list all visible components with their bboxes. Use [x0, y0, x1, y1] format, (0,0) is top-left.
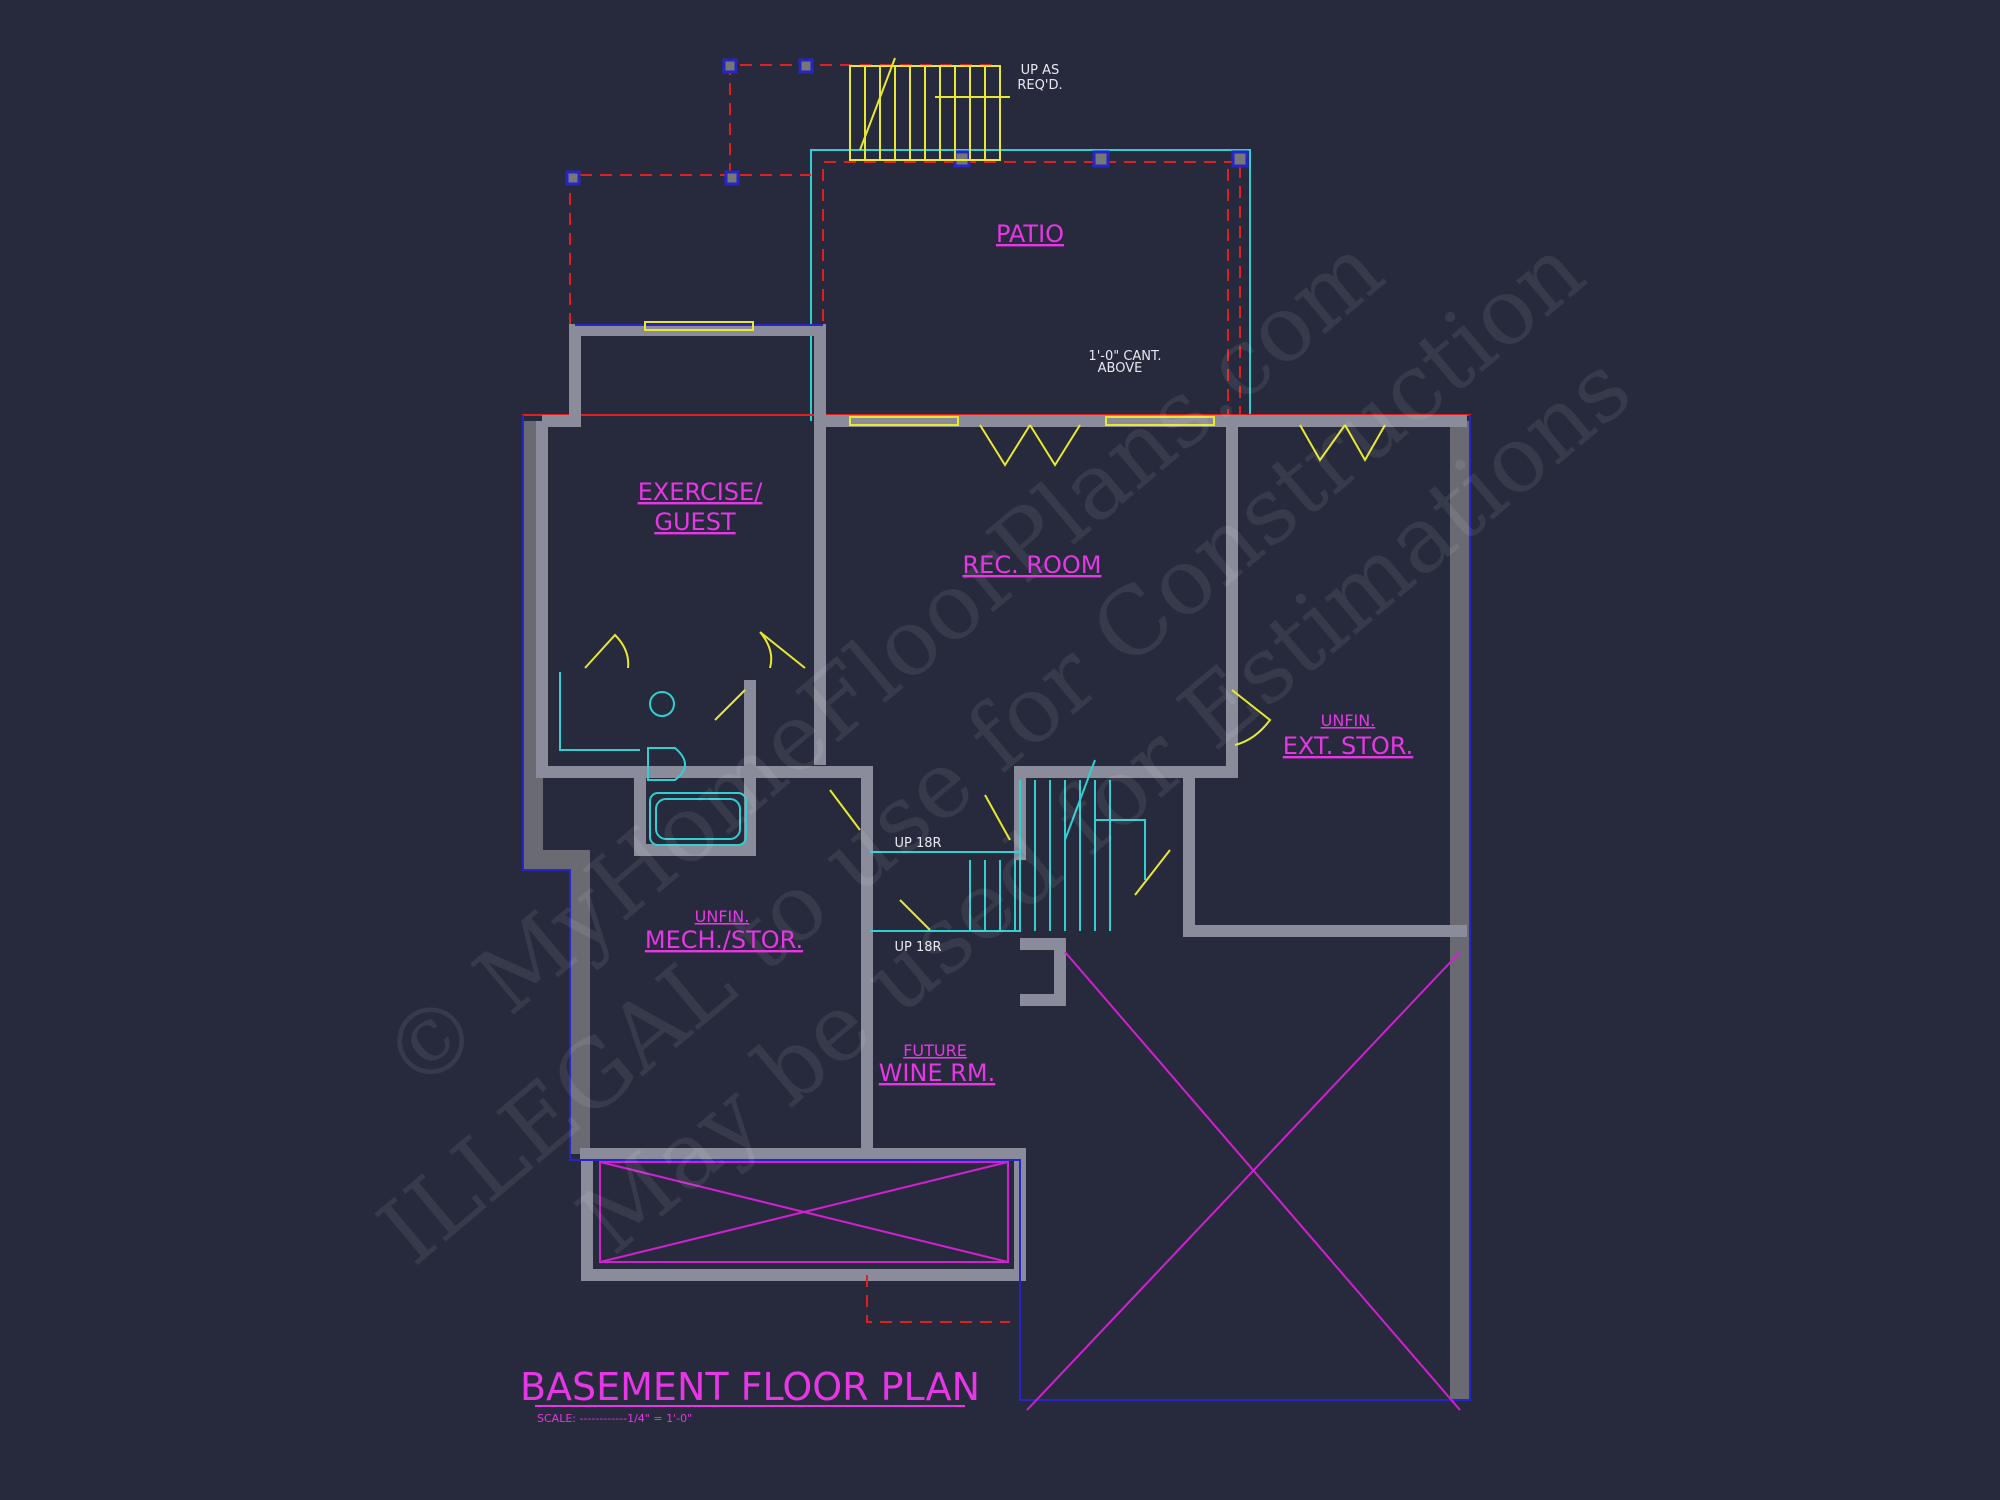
plan-scale: SCALE: ------------1/4" = 1'-0" — [537, 1412, 692, 1425]
room-label-patio: PATIO — [996, 220, 1064, 248]
room-label-rec-room: REC. ROOM — [962, 551, 1101, 579]
exterior-stair — [849, 57, 1010, 161]
room-label-wine-rm: WINE RM. — [879, 1059, 996, 1087]
interior-stair — [870, 759, 1146, 932]
note-reqd: REQ'D. — [1017, 78, 1062, 93]
note-up-as: UP AS — [1021, 63, 1060, 78]
stair-note-top: UP 18R — [894, 836, 941, 851]
room-label-exercise: EXERCISE/ — [638, 478, 763, 506]
openings — [584, 321, 1386, 931]
room-label-unfin: UNFIN. — [1321, 711, 1376, 730]
room-label-future: FUTURE — [903, 1041, 967, 1060]
bathroom-fixtures — [559, 672, 747, 846]
stair-note-bottom: UP 18R — [894, 940, 941, 955]
room-label-guest: GUEST — [654, 508, 736, 536]
room-label-mech-stor: MECH./STOR. — [645, 926, 803, 954]
note-above: ABOVE — [1098, 361, 1143, 376]
room-label-ext-stor: EXT. STOR. — [1283, 732, 1414, 760]
note-cantilever: 1'-0" CANT. — [1088, 349, 1161, 364]
room-label-unfin-mech: UNFIN. — [695, 907, 750, 926]
patio-area — [565, 58, 1251, 421]
walls — [522, 324, 1471, 1401]
plan-title: BASEMENT FLOOR PLAN — [520, 1365, 980, 1409]
unexcavated-areas — [599, 951, 1461, 1411]
